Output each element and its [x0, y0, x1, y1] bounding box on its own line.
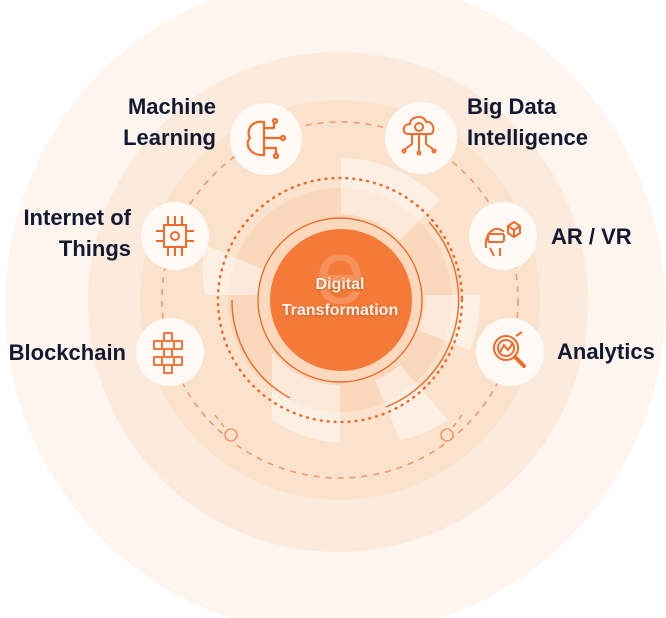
dotted-arc: [216, 176, 464, 424]
label-line1: Blockchain: [8, 340, 126, 365]
node-big-data[interactable]: [385, 102, 457, 174]
center-title: Digital Transformation: [268, 272, 412, 324]
orbit-endpoint-left: [224, 428, 238, 442]
label-blockchain: Blockchain: [0, 337, 126, 368]
cubes-network-icon: [153, 332, 183, 374]
node-machine-learning[interactable]: [230, 103, 302, 175]
node-iot[interactable]: [141, 202, 209, 270]
center-watermark: e: [315, 223, 365, 323]
label-ar-vr: AR / VR: [551, 221, 632, 252]
magnifier-chart-icon: [493, 331, 526, 368]
orbit-endpoint-right: [440, 428, 454, 442]
label-line1: Big Data: [467, 94, 557, 119]
label-big-data: Big Data Intelligence: [467, 91, 588, 153]
label-line1: AR / VR: [551, 224, 632, 249]
label-machine-learning: Machine Learning: [60, 91, 216, 153]
center-title-line2: Transformation: [281, 302, 399, 319]
brain-circuit-icon: [246, 117, 287, 160]
dashed-orbit: [161, 121, 519, 479]
node-blockchain[interactable]: [136, 318, 204, 386]
label-line1: Internet of: [23, 205, 131, 230]
label-analytics: Analytics: [557, 336, 655, 367]
label-line1: Machine: [127, 94, 216, 119]
chip-icon: [156, 216, 194, 256]
label-line2: Intelligence: [467, 125, 589, 150]
vr-headset-cube-icon: [484, 220, 521, 257]
center-circle: [270, 229, 412, 371]
thin-arc: [385, 221, 460, 408]
label-line2: Things: [58, 236, 131, 261]
label-line2: Learning: [123, 125, 216, 150]
node-analytics[interactable]: [476, 318, 544, 386]
center-title-line1: Digital: [315, 276, 365, 293]
label-line1: Analytics: [557, 339, 655, 364]
node-ar-vr[interactable]: [469, 202, 537, 270]
label-iot: Internet of Things: [0, 202, 131, 264]
cloud-gear-network-icon: [401, 116, 437, 156]
